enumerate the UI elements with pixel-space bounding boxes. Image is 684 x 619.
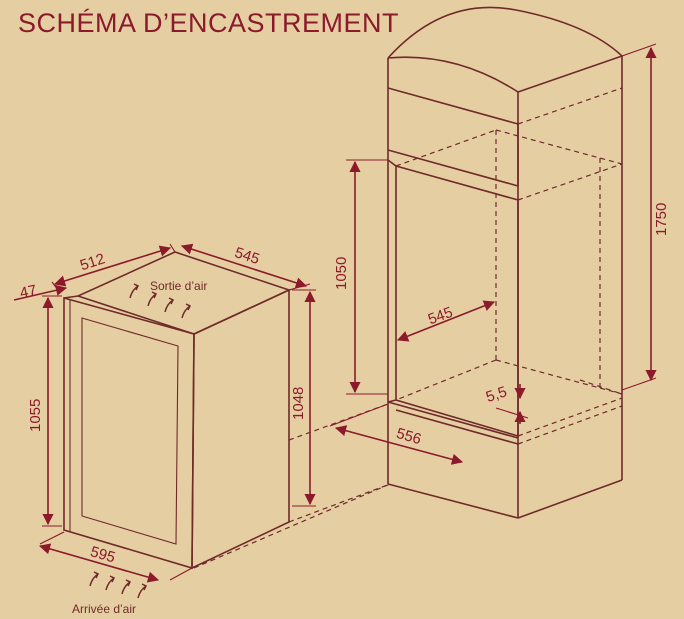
dim-line-545-niche	[396, 300, 496, 342]
cabinet-side-face	[191, 288, 290, 570]
dim-label-1048: 1048	[290, 387, 307, 420]
dim-label-545-top: 545	[233, 244, 262, 268]
door-top-edge	[63, 295, 79, 299]
dim-line-47	[13, 284, 68, 301]
dim-label-47: 47	[18, 282, 38, 302]
dim-line-512	[53, 245, 172, 287]
dim-label-556: 556	[394, 425, 423, 448]
cabinet-dimensions: 512 545 47 1055 1048 595	[13, 243, 316, 583]
air-arrow-icon	[185, 303, 192, 311]
projection-lines	[193, 403, 391, 569]
cabinet-door-glass	[81, 317, 179, 545]
dim-line-595	[38, 543, 160, 583]
page-title: SCHÉMA D’ENCASTREMENT	[18, 8, 400, 38]
air-in-arrows	[89, 571, 148, 599]
column-arch-top	[387, 6, 623, 59]
dim-label-545-niche: 545	[426, 304, 455, 329]
air-in-label: Arrivée d’air	[72, 602, 136, 616]
column-arch-front	[387, 56, 519, 93]
air-arrow-icon	[168, 297, 175, 305]
dim-label-1055: 1055	[27, 399, 44, 432]
tall-column	[387, 6, 623, 519]
dim-label-512: 512	[78, 250, 107, 274]
air-arrow-icon	[151, 291, 158, 299]
air-out-label: Sortie d’air	[150, 279, 207, 293]
cabinet-door-frame	[63, 296, 195, 570]
dim-label-5-5: 5,5	[484, 383, 509, 406]
dim-line-556	[334, 425, 464, 465]
dim-label-1750: 1750	[653, 203, 670, 236]
dim-label-595: 595	[88, 543, 117, 566]
wine-cabinet	[63, 251, 292, 570]
dim-label-1050: 1050	[333, 257, 350, 290]
air-out-arrows	[129, 283, 192, 319]
dim-line-545-top	[180, 243, 308, 289]
air-arrow-icon	[141, 583, 148, 591]
column-dimensions: 1050 545 5,5 556 1750	[329, 43, 670, 465]
